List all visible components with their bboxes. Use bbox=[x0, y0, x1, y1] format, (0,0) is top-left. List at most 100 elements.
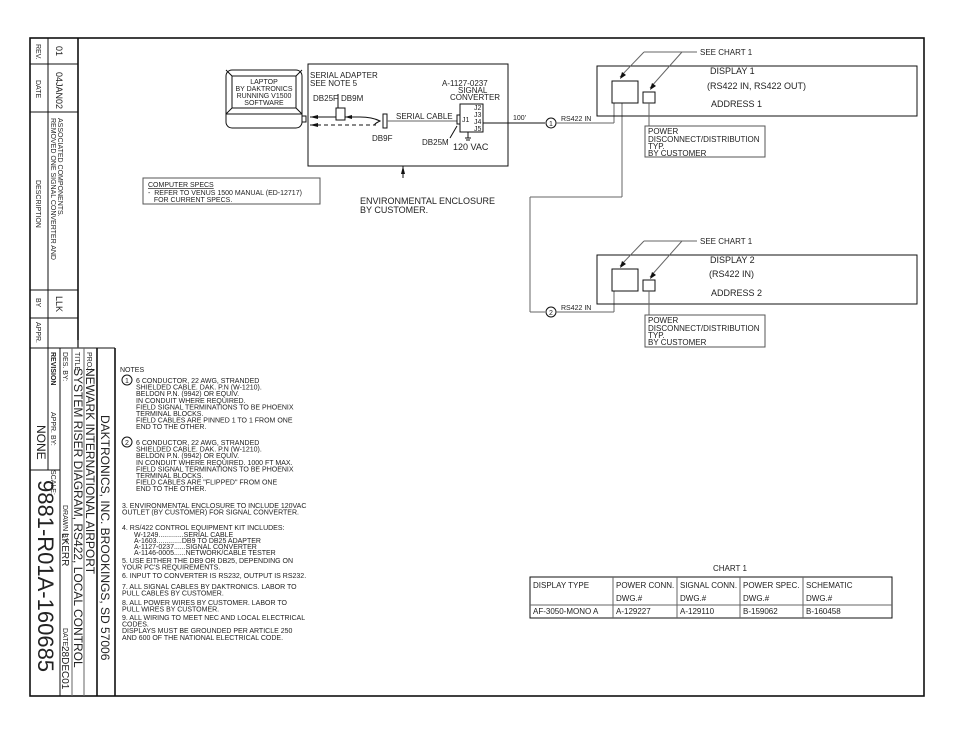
des-by-label: DES. BY: bbox=[61, 352, 68, 381]
chart-header-cell: SIGNAL CONN. bbox=[680, 581, 737, 590]
display-2-power-line-1: POWER bbox=[648, 316, 678, 325]
chart-data-cell: B-160458 bbox=[806, 607, 841, 616]
laptop: LAPTOP BY DAKTRONICS RUNNING V1500 SOFTW… bbox=[225, 69, 307, 129]
title-block: DAKTRONICS, INC. BROOKINGS, SD 57006 PRO… bbox=[29, 348, 116, 696]
jack-j2: J2 bbox=[474, 105, 482, 112]
date-header: DATE bbox=[34, 80, 41, 98]
notes-heading: NOTES bbox=[120, 367, 144, 374]
description-line1: REMOVED ONE SIGNAL CONVERTER AND bbox=[49, 118, 56, 260]
signal-converter: A-1127-0237 SIGNAL CONVERTER J1 J2 J3 J4… bbox=[422, 79, 500, 152]
rev-value: 01 bbox=[54, 46, 64, 56]
converter-label-2: CONVERTER bbox=[450, 93, 500, 102]
note-1-line: TERMINAL BLOCKS. bbox=[136, 411, 203, 418]
note-7-text: 7. ALL SIGNAL CABLES BY DAKTRONICS. LABO… bbox=[122, 584, 297, 598]
by-value: LLK bbox=[54, 296, 64, 312]
environmental-enclosure-box bbox=[307, 63, 509, 167]
kit-item: A-1603.............DB9 TO DB25 ADAPTER bbox=[134, 538, 261, 545]
link-2-number: 2 bbox=[549, 310, 553, 317]
date-value: 04JAN02 bbox=[54, 72, 64, 109]
chart-header-cell: DWG.# bbox=[680, 594, 707, 603]
note-9-text: 9. ALL WIRING TO MEET NEC AND LOCAL ELEC… bbox=[122, 615, 305, 642]
note-1-line: SHIELDED CABLE. DAK. P.N (W-1210). bbox=[136, 385, 262, 392]
chart-header-cell: SCHEMATIC bbox=[806, 581, 853, 590]
serial-adapter: SERIAL ADAPTER SEE NOTE 5 DB25F DB9M bbox=[310, 71, 382, 127]
note-8-line: 8. ALL POWER WIRES BY CUSTOMER. LABOR TO bbox=[122, 600, 287, 607]
drawing-number: 9881-R01A-160685 bbox=[33, 480, 58, 672]
serial-adapter-label-1: SERIAL ADAPTER bbox=[310, 71, 378, 80]
scale-value: NONE bbox=[34, 425, 48, 460]
display-2-power-line-3: TYP. bbox=[648, 331, 665, 340]
display-1-name: DISPLAY 1 bbox=[710, 66, 755, 76]
note-4-title: 4. RS/422 CONTROL EQUIPMENT KIT INCLUDES… bbox=[122, 525, 285, 532]
note-6-line: 6. INPUT TO CONVERTER IS RS232, OUTPUT I… bbox=[122, 573, 306, 580]
note-8-text: 8. ALL POWER WIRES BY CUSTOMER. LABOR TO… bbox=[122, 600, 287, 614]
serial-cable: DB9F SERIAL CABLE bbox=[372, 112, 460, 143]
note-9-line: CODES. bbox=[122, 622, 149, 629]
display-2-power-line-4: BY CUSTOMER bbox=[648, 338, 707, 347]
chart-data-cell: AF-3050-MONO A bbox=[533, 607, 599, 616]
note-5-text: 5. USE EITHER THE DB9 OR DB25, DEPENDING… bbox=[122, 558, 293, 572]
serial-cable-label: SERIAL CABLE bbox=[396, 112, 453, 121]
kit-item: A-1146-0005......NETWORK/CABLE TESTER bbox=[134, 550, 276, 557]
description-header: DESCRIPTION bbox=[34, 180, 41, 228]
laptop-label-4: SOFTWARE bbox=[244, 100, 284, 107]
note-2-number: 2 bbox=[125, 440, 129, 447]
chart-header-cell: DWG.# bbox=[616, 594, 643, 603]
display-1-power-line-1: POWER bbox=[648, 127, 678, 136]
db9m-label: DB9M bbox=[341, 94, 364, 103]
display-1-io: (RS422 IN, RS422 OUT) bbox=[707, 81, 806, 91]
converter-part-number: A-1127-0237 bbox=[442, 79, 488, 88]
project-name: NEWARK INTERNATIONAL AIRPORT bbox=[83, 368, 97, 575]
display-2-address: ADDRESS 2 bbox=[711, 288, 762, 298]
notes: NOTES 1 6 CONDUCTOR, 22 AWG, STRANDEDSHI… bbox=[120, 367, 306, 642]
proj-label: PROJ: bbox=[85, 352, 92, 373]
cable-length-label: 100' bbox=[513, 115, 526, 122]
display-2-power-line-2: DISCONNECT/DISTRIBUTION bbox=[648, 324, 760, 333]
note-6-text: 6. INPUT TO CONVERTER IS RS232, OUTPUT I… bbox=[122, 573, 306, 580]
appr-header: APPR. bbox=[34, 322, 41, 343]
computer-specs-title: COMPUTER SPECS bbox=[148, 182, 214, 189]
converter-label-1: SIGNAL bbox=[458, 86, 488, 95]
display-2-callout: SEE CHART 1 bbox=[700, 237, 753, 246]
laptop-label-2: BY DAKTRONICS bbox=[235, 86, 292, 93]
computer-specs-box: COMPUTER SPECS - REFER TO VENUS 1500 MAN… bbox=[142, 177, 321, 205]
chart-header-cell: POWER CONN. bbox=[616, 581, 674, 590]
db25m-label: DB25M bbox=[422, 138, 449, 147]
display-1-callout: SEE CHART 1 bbox=[700, 48, 753, 57]
note-2-line: IN CONDUIT WHERE REQUIRED. 1000 FT MAX. bbox=[136, 460, 293, 467]
laptop-label-3: RUNNING V1500 bbox=[237, 93, 292, 100]
note-1-line: IN CONDUIT WHERE REQUIRED. bbox=[136, 398, 246, 405]
drawn-by-label: DRAWN BY: bbox=[61, 505, 68, 544]
note-2-line: SHIELDED CABLE. DAK. P.N (W-1210). bbox=[136, 447, 262, 454]
note-2-line: FIELD CABLES ARE "FLIPPED" FROM ONE bbox=[136, 480, 277, 487]
computer-specs-line-2: FOR CURRENT SPECS. bbox=[148, 197, 232, 204]
link-1-number: 1 bbox=[549, 121, 553, 128]
field-wiring: 100' 1 RS422 IN 2 RS422 IN bbox=[483, 103, 623, 318]
jack-j3: J3 bbox=[474, 112, 482, 119]
chart-data-cell: B-159062 bbox=[743, 607, 778, 616]
display-1-power-line-4: BY CUSTOMER bbox=[648, 149, 707, 158]
scale-label: SCALE: bbox=[49, 470, 56, 495]
env-enclosure-label-1: ENVIRONMENTAL ENCLOSURE bbox=[360, 196, 495, 206]
display-1-power-line-3: TYP. bbox=[648, 142, 665, 151]
display-2-name: DISPLAY 2 bbox=[710, 255, 755, 265]
note-7-line: 7. ALL SIGNAL CABLES BY DAKTRONICS. LABO… bbox=[122, 584, 297, 591]
jack-j1: J1 bbox=[462, 117, 470, 124]
note-1-line: 6 CONDUCTOR, 22 AWG, STRANDED bbox=[136, 378, 259, 385]
display-2-io: (RS422 IN) bbox=[709, 269, 754, 279]
note-5-line: 5. USE EITHER THE DB9 OR DB25, DEPENDING… bbox=[122, 558, 293, 565]
note-1-line: BELDON P.N. (9942) OR EQUIV. bbox=[136, 391, 239, 398]
link-2-label: RS422 IN bbox=[561, 305, 591, 312]
revision-label: REVISION bbox=[49, 352, 56, 385]
note-3-text: 3. ENVIRONMENTAL ENCLOSURE TO INCLUDE 12… bbox=[122, 503, 306, 517]
chart-header-cell: DISPLAY TYPE bbox=[533, 581, 589, 590]
note-3-line: 3. ENVIRONMENTAL ENCLOSURE TO INCLUDE 12… bbox=[122, 503, 306, 510]
description-line2: ASSOCIATED COMPONENTS. bbox=[56, 118, 63, 217]
note-9-line: AND 600 OF THE NATIONAL ELECTRICAL CODE. bbox=[122, 635, 283, 642]
date-value: 28DEC01 bbox=[59, 646, 70, 690]
chart-header-cell: POWER SPEC. bbox=[743, 581, 799, 590]
